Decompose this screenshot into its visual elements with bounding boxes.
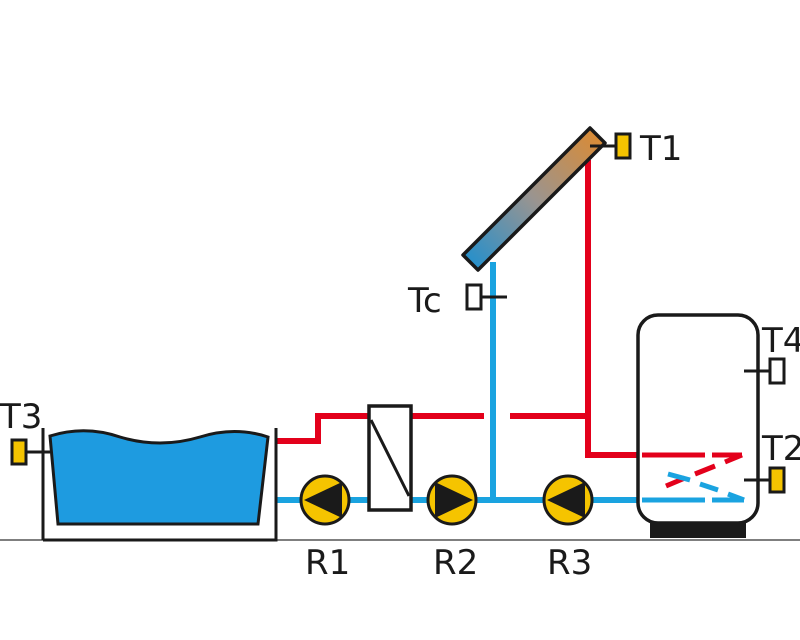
sensor-tc (465, 283, 507, 311)
pump-r2 (426, 474, 478, 526)
pump-arrow-icon (304, 482, 342, 518)
label-t3: T3 (0, 397, 42, 437)
pump-r1 (299, 474, 351, 526)
temperature-sensor-icon (465, 283, 483, 311)
label-r2: R2 (433, 543, 478, 583)
tank-cold-coil (642, 471, 745, 503)
temperature-sensor-icon (614, 132, 632, 160)
storage-tank-icon (636, 313, 760, 538)
sensor-t2 (744, 466, 786, 494)
label-t1: T1 (639, 129, 682, 169)
pool-icon (41, 428, 278, 542)
label-t2: T2 (761, 429, 800, 469)
temperature-sensor-icon (768, 466, 786, 494)
label-tc: Tc (407, 281, 442, 321)
sensor-t4 (744, 357, 786, 385)
pump-r3 (542, 474, 594, 526)
pump-arrow-icon (547, 482, 585, 518)
sensor-t3 (10, 438, 50, 466)
tank-hot-coil (642, 452, 743, 489)
temperature-sensor-icon (10, 438, 28, 466)
heat-exchanger-icon (367, 404, 413, 512)
pool-water (48, 429, 270, 526)
solar-collector-icon (461, 126, 607, 272)
sensor-t1 (590, 132, 632, 160)
label-t4: T4 (761, 321, 800, 361)
label-r1: R1 (305, 543, 350, 583)
label-r3: R3 (547, 543, 592, 583)
temperature-sensor-icon (768, 357, 786, 385)
pump-arrow-icon (435, 482, 473, 518)
